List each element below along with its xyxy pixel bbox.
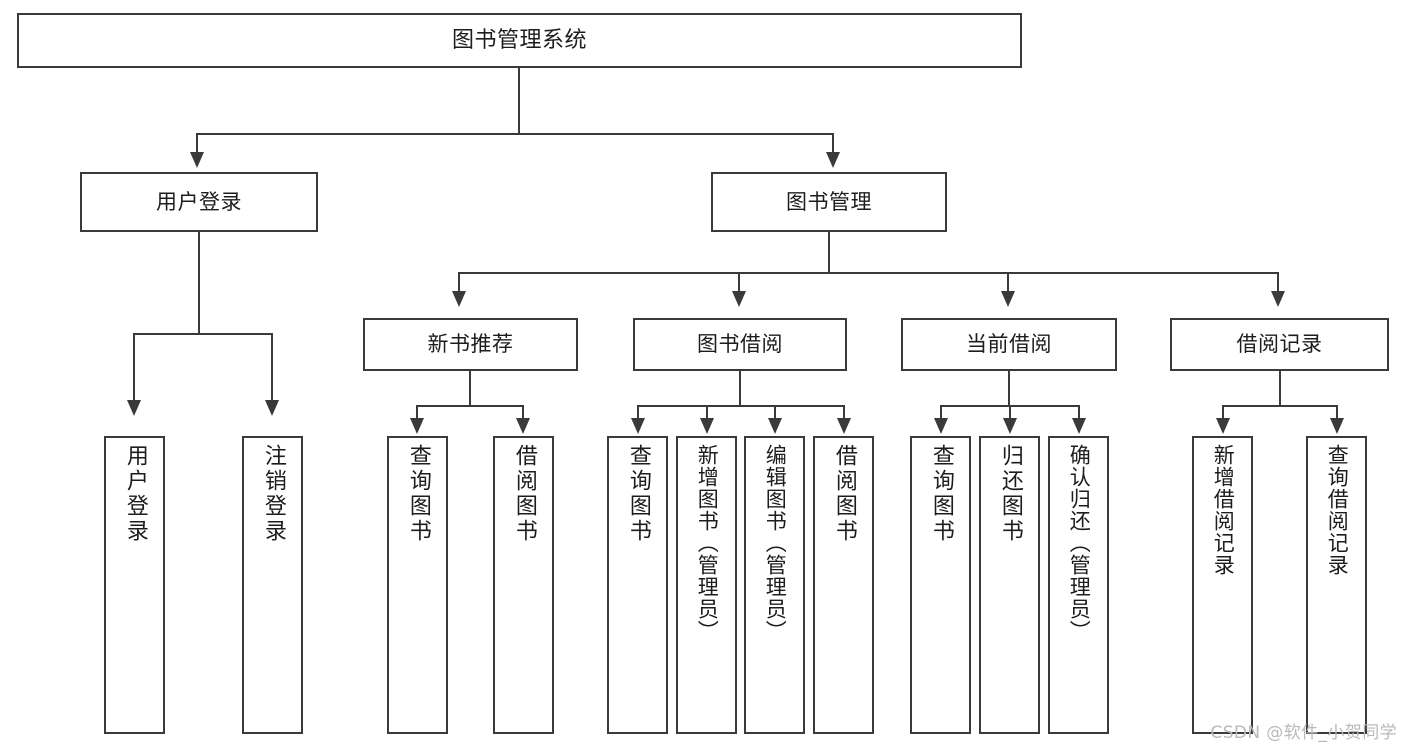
connector-nbr-branch-1 [416,405,418,419]
node-label: 借阅图书 [831,444,857,544]
leaf-nbr-borrow-books[interactable]: 借阅图书 [493,436,554,734]
arrow-cb-leaf-3 [1072,418,1086,434]
node-label: 用户登录 [156,189,242,214]
arrow-bb-leaf-3 [768,418,782,434]
connector-user-login-bus [133,333,273,335]
node-label: 用户登录 [122,444,148,544]
arrow-nbr-leaf-2 [516,418,530,434]
leaf-logout[interactable]: 注销登录 [242,436,303,734]
leaf-bb-edit-book-admin[interactable]: 编辑图书（管理员） [744,436,805,734]
node-label: 当前借阅 [966,332,1052,357]
leaf-user-login[interactable]: 用户登录 [104,436,165,734]
connector-user-login-branch-2 [271,333,273,401]
connector-bb-bus [637,405,845,407]
connector-br-stem [1279,371,1281,406]
leaf-nbr-query-books[interactable]: 查询图书 [387,436,448,734]
connector-br-bus [1222,405,1338,407]
connector-book-manage-bus [458,272,1279,274]
leaf-bb-query-books[interactable]: 查询图书 [607,436,668,734]
connector-bb-branch-4 [843,405,845,419]
node-label: 注销登录 [260,444,286,544]
connector-bb-stem [739,371,741,406]
node-current-borrowing[interactable]: 当前借阅 [901,318,1117,371]
node-label: 查询借阅记录 [1325,444,1350,576]
node-label: 新书推荐 [427,332,514,357]
connector-nbr-stem [469,371,471,406]
leaf-cb-return-books[interactable]: 归还图书 [979,436,1040,734]
node-book-borrowing[interactable]: 图书借阅 [633,318,847,371]
node-label: 借阅记录 [1236,332,1323,357]
node-label: 确认归还（管理员） [1067,444,1092,642]
leaf-cb-confirm-return-admin[interactable]: 确认归还（管理员） [1048,436,1109,734]
connector-bb-branch-2 [706,405,708,419]
arrow-to-current-borrow [1001,291,1015,307]
leaf-cb-query-books[interactable]: 查询图书 [910,436,971,734]
arrow-to-leaf-logout [265,400,279,416]
watermark-text: CSDN @软件_小贺同学 [1210,723,1397,743]
arrow-br-leaf-2 [1330,418,1344,434]
connector-cb-stem [1008,371,1010,406]
node-new-book-recommendation[interactable]: 新书推荐 [363,318,578,371]
arrow-to-leaf-user-login [127,400,141,416]
node-root-book-management-system[interactable]: 图书管理系统 [17,13,1022,68]
node-label: 新增图书（管理员） [695,444,720,642]
connector-bm-branch-4 [1277,272,1279,292]
leaf-br-query-record[interactable]: 查询借阅记录 [1306,436,1367,734]
arrow-to-book-borrow [732,291,746,307]
arrow-bb-leaf-1 [631,418,645,434]
connector-book-manage-stem [828,232,830,274]
node-label: 查询图书 [928,444,954,544]
arrow-to-book-manage [826,152,840,168]
connector-user-login-branch-1 [133,333,135,401]
connector-root-to-book-manage [832,133,834,153]
leaf-br-add-record[interactable]: 新增借阅记录 [1192,436,1253,734]
connector-root-to-user-login [196,133,198,153]
node-label: 图书管理系统 [451,27,587,53]
connector-cb-branch-1 [940,405,942,419]
leaf-bb-add-book-admin[interactable]: 新增图书（管理员） [676,436,737,734]
arrow-nbr-leaf-1 [410,418,424,434]
connector-br-branch-2 [1336,405,1338,419]
node-borrowing-record[interactable]: 借阅记录 [1170,318,1389,371]
connector-user-login-stem [198,232,200,334]
node-user-login[interactable]: 用户登录 [80,172,318,232]
arrow-to-new-book-recommend [452,291,466,307]
connector-bb-branch-3 [774,405,776,419]
connector-bm-branch-3 [1007,272,1009,292]
arrow-cb-leaf-1 [934,418,948,434]
node-label: 图书管理 [786,189,872,214]
arrow-to-user-login [190,152,204,168]
node-label: 编辑图书（管理员） [763,444,788,642]
node-label: 查询图书 [405,444,431,544]
arrow-to-borrow-record [1271,291,1285,307]
connector-nbr-branch-2 [522,405,524,419]
arrow-cb-leaf-2 [1003,418,1017,434]
node-book-management[interactable]: 图书管理 [711,172,947,232]
arrow-br-leaf-1 [1216,418,1230,434]
node-label: 借阅图书 [511,444,537,544]
connector-nbr-bus [416,405,524,407]
connector-cb-branch-3 [1078,405,1080,419]
connector-bb-branch-1 [637,405,639,419]
connector-bm-branch-2 [738,272,740,292]
connector-cb-branch-2 [1009,405,1011,419]
connector-root-stem [518,68,520,134]
connector-bm-branch-1 [458,272,460,292]
node-label: 归还图书 [997,444,1023,544]
node-label: 新增借阅记录 [1211,444,1236,576]
leaf-bb-borrow-books[interactable]: 借阅图书 [813,436,874,734]
connector-root-bus [196,133,833,135]
node-label: 查询图书 [625,444,651,544]
node-label: 图书借阅 [697,332,783,357]
connector-br-branch-1 [1222,405,1224,419]
arrow-bb-leaf-2 [700,418,714,434]
arrow-bb-leaf-4 [837,418,851,434]
